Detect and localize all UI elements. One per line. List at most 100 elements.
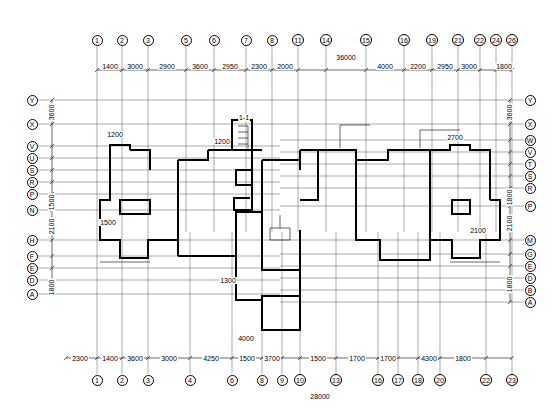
axis-line (280, 254, 524, 255)
axis-bubble: F (27, 251, 38, 262)
axis-bubble: W (525, 135, 536, 146)
axis-bubble: 8 (257, 375, 268, 386)
axis-label: 9 (280, 377, 284, 384)
axis-label: B (528, 287, 533, 294)
axis-bubble: 15 (360, 34, 372, 46)
axis-label: 2 (120, 37, 124, 44)
dimension-text: 3600 (48, 103, 55, 121)
axis-bubble: V (27, 141, 38, 152)
axis-label: M (527, 237, 533, 244)
axis-label: 16 (400, 37, 408, 44)
dimension-text: 4300 (420, 355, 438, 362)
axis-bubble: Y (27, 95, 38, 106)
axis-bubble: 20 (434, 374, 446, 386)
axis-bubble: 13 (330, 374, 342, 386)
axis-label: 5 (184, 37, 188, 44)
dimension-text: 2950 (221, 63, 239, 70)
axis-label: 16 (374, 377, 382, 384)
axis-label: H (29, 237, 34, 244)
axis-label: N (29, 207, 34, 214)
axis-bubble: D (525, 273, 536, 284)
dimension-tick (50, 156, 54, 160)
axis-line (496, 46, 497, 232)
dimension-text: 2950 (436, 63, 454, 70)
dimension-text: 3600 (191, 63, 209, 70)
axis-line (122, 232, 123, 374)
dimension-text: 2100 (48, 217, 55, 235)
axis-line (298, 46, 299, 232)
axis-bubble: 16 (372, 374, 384, 386)
axis-line (246, 46, 247, 232)
axis-bubble: P (27, 189, 38, 200)
axis-label: 8 (270, 37, 274, 44)
axis-line (148, 46, 149, 232)
axis-bubble: D (27, 275, 38, 286)
axis-line (97, 46, 98, 232)
dimension-tick (146, 68, 150, 72)
axis-bubble: 18 (412, 374, 424, 386)
dimension-text: 1700 (379, 355, 397, 362)
axis-line (97, 232, 98, 374)
dimension-text: 4000 (237, 335, 255, 342)
axis-line (280, 176, 524, 177)
dimension-tick (510, 356, 514, 360)
dimension-text: 3600 (126, 355, 144, 362)
dimension-tick (230, 356, 234, 360)
axis-label: 15 (362, 37, 370, 44)
axis-bubble: 8 (267, 35, 278, 46)
dimension-tick (244, 68, 248, 72)
dimension-tick (50, 168, 54, 172)
dimension-line (97, 70, 512, 71)
axis-line (122, 46, 123, 232)
axis-label: W (527, 137, 534, 144)
dimension-text: 1500 (309, 355, 327, 362)
dimension-text: 2100 (506, 214, 513, 232)
axis-line (38, 256, 280, 257)
axis-line (280, 164, 524, 165)
axis-bubble: M (525, 235, 536, 246)
dimension-tick (508, 150, 512, 154)
axis-label: X (528, 121, 533, 128)
dimension-text: 3700 (263, 355, 281, 362)
dimension-text: 3600 (506, 103, 513, 121)
dimension-tick (95, 356, 99, 360)
dimension-text: 1500 (48, 193, 55, 211)
axis-bubble: R (27, 177, 38, 188)
dimension-text: 3000 (460, 63, 478, 70)
dimension-tick (50, 180, 54, 184)
axis-bubble: 11 (292, 34, 304, 46)
axis-bubble: X (525, 119, 536, 130)
axis-label: 6 (230, 377, 234, 384)
dimension-text: 1800 (506, 275, 513, 293)
dimension-text: 4250 (202, 355, 220, 362)
dimension-text: 1400 (101, 355, 119, 362)
axis-bubble: 23 (506, 374, 518, 386)
axis-bubble: G (525, 249, 536, 260)
axis-label: 8 (260, 377, 264, 384)
axis-label: 3 (146, 377, 150, 384)
axis-line (418, 232, 419, 374)
axis-label: G (527, 251, 532, 258)
axis-bubble: 3 (143, 35, 154, 46)
axis-label: 3 (146, 37, 150, 44)
axis-line (366, 46, 367, 232)
axis-bubble: 19 (426, 34, 438, 46)
dimension-text: 1800 (506, 188, 513, 206)
dimension-text: 36000 (335, 54, 356, 61)
dimension-text: 2300 (71, 355, 89, 362)
axis-bubble: 22 (480, 374, 492, 386)
axis-bubble: 7 (241, 35, 252, 46)
axis-bubble: S (525, 171, 536, 182)
axis-label: U (29, 155, 34, 162)
dimension-text: 1500 (238, 355, 256, 362)
axis-bubble: B (525, 285, 536, 296)
dimension-text: 1500 (99, 219, 117, 226)
axis-label: 11 (294, 37, 301, 44)
axis-label: 22 (482, 377, 490, 384)
axis-label: 23 (508, 377, 516, 384)
axis-line (480, 46, 481, 232)
dimension-tick (364, 68, 368, 72)
axis-label: R (29, 179, 34, 186)
dimension-tick (508, 98, 512, 102)
axis-label: S (30, 167, 35, 174)
